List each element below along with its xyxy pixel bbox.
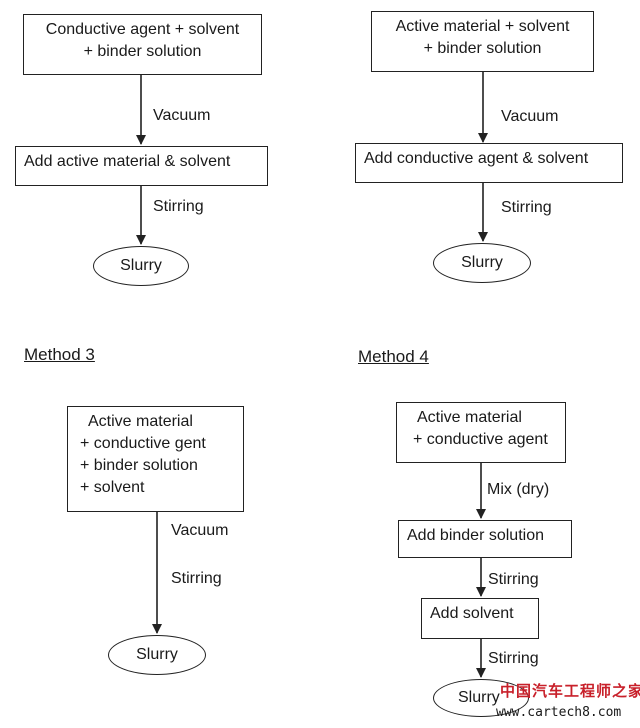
m1-stirring-label: Stirring — [153, 198, 204, 215]
m3-stirring-label: Stirring — [171, 570, 222, 587]
m2-start-line-2: + binder solution — [423, 40, 542, 57]
m2-start-box: Active material + solvent + binder solut… — [371, 11, 594, 72]
m2-slurry-node: Slurry — [433, 243, 531, 283]
m3-start-line-4: + solvent — [80, 479, 145, 496]
m4-add-binder-box: Add binder solution — [398, 520, 572, 558]
m3-slurry-node: Slurry — [108, 635, 206, 675]
m4-add-solvent-text: Add solvent — [430, 605, 514, 622]
m4-stirring-label-2: Stirring — [488, 650, 539, 667]
m3-start-box: Active material + conductive gent + bind… — [67, 406, 244, 512]
watermark-url: www.cartech8.com — [496, 705, 622, 720]
m4-add-binder-text: Add binder solution — [407, 527, 544, 544]
m4-start-line-2: + conductive agent — [413, 431, 548, 448]
m4-start-box: Active material + conductive agent — [396, 402, 566, 463]
watermark-site-name: 中国汽车工程师之家 — [500, 683, 640, 700]
method-3-heading: Method 3 — [24, 345, 95, 364]
m1-start-line-1: Conductive agent + solvent — [45, 21, 240, 38]
m1-start-box: Conductive agent + solvent + binder solu… — [23, 14, 262, 75]
m3-start-line-3: + binder solution — [80, 457, 198, 474]
method-4-heading: Method 4 — [358, 347, 429, 366]
m4-start-line-1: Active material — [417, 409, 522, 426]
m4-slurry-node: Slurry — [433, 679, 529, 717]
m1-add-active-text: Add active material & solvent — [24, 153, 231, 170]
m2-add-conductive-text: Add conductive agent & solvent — [364, 150, 589, 167]
m2-add-conductive-box: Add conductive agent & solvent — [355, 143, 623, 183]
m2-vacuum-label: Vacuum — [501, 108, 559, 125]
m2-start-line-1: Active material + solvent — [395, 18, 570, 35]
m3-vacuum-label: Vacuum — [171, 522, 229, 539]
m1-slurry-node: Slurry — [93, 246, 189, 286]
m3-start-line-1: Active material — [88, 413, 193, 430]
m4-mix-dry-label: Mix (dry) — [487, 481, 550, 498]
m1-add-active-box: Add active material & solvent — [15, 146, 268, 186]
m2-stirring-label: Stirring — [501, 199, 552, 216]
m3-start-line-2: + conductive gent — [80, 435, 206, 452]
m4-stirring-label-1: Stirring — [488, 571, 539, 588]
m4-add-solvent-box: Add solvent — [421, 598, 539, 639]
m1-start-line-2: + binder solution — [83, 43, 202, 60]
m1-vacuum-label: Vacuum — [153, 107, 211, 124]
